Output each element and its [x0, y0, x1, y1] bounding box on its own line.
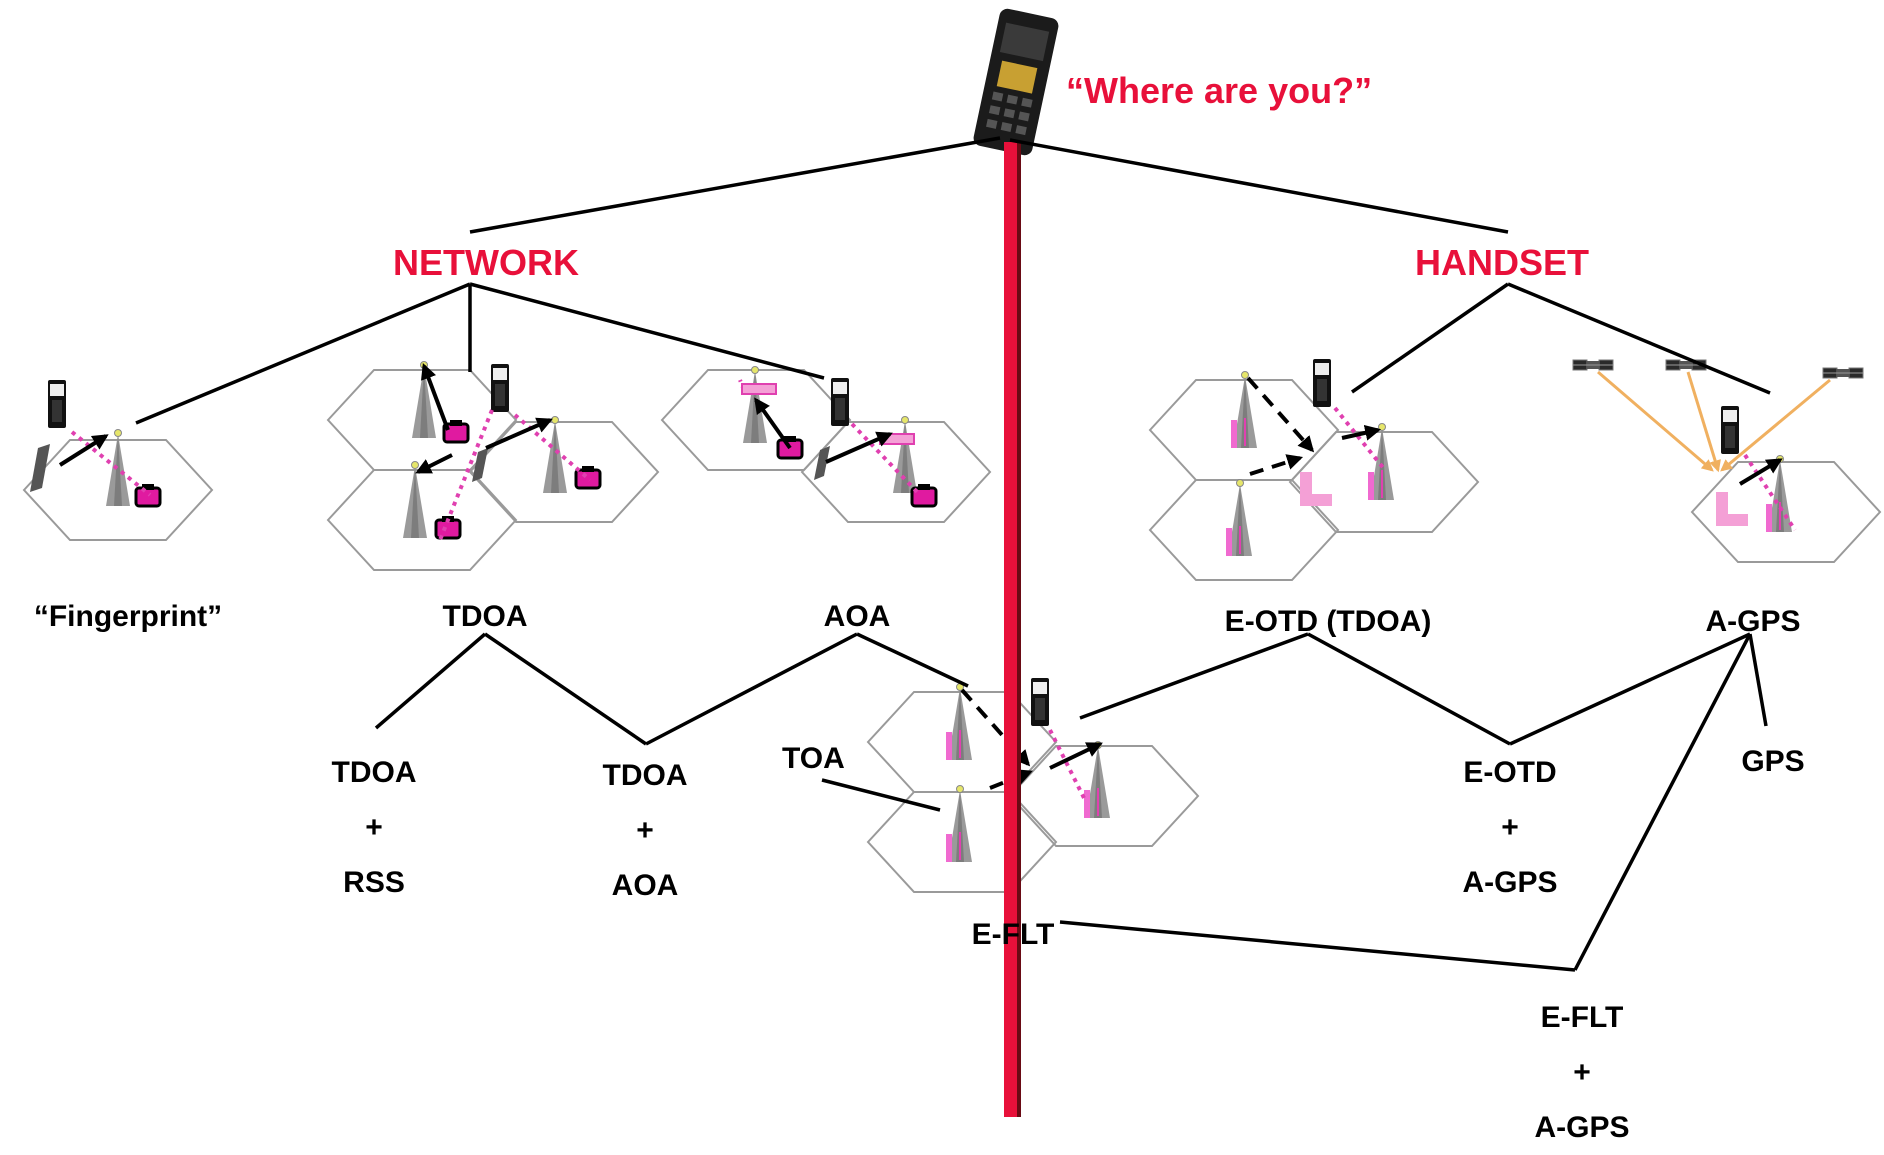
connector-toa-eflt [821, 778, 941, 812]
tdoa-aoa-line1: TDOA [602, 759, 688, 792]
eotd-agps-label: E-OTD + A-GPS [1462, 745, 1557, 910]
network-handset-divider [1004, 142, 1021, 1117]
handsets [30, 359, 1739, 726]
hierarchy-lines [135, 136, 1771, 972]
connector-eflt-eotd [1079, 632, 1309, 720]
connector-agps-eotdagps [1509, 632, 1751, 746]
connector-root-network [469, 136, 1001, 234]
eotd-agps-line2: + [1501, 811, 1519, 844]
connector-agps-gps [1748, 633, 1768, 727]
fingerprint-label: “Fingerprint” [33, 600, 223, 633]
handset-label: HANDSET [1414, 242, 1590, 283]
gps-signals [1597, 370, 1831, 473]
connector-handset-eotd [1351, 282, 1509, 394]
tdoa-label: TDOA [442, 600, 528, 633]
eflt-label: E-FLT [971, 918, 1055, 951]
eflt-agps-label: E-FLT + A-GPS [1534, 990, 1629, 1155]
eotd-agps-line1: E-OTD [1463, 756, 1557, 789]
connector-aoa-eflt [856, 632, 969, 688]
eflt-agps-line2: + [1573, 1056, 1591, 1089]
diagram-canvas [22, 8, 1882, 1117]
top-mobile-phone [973, 8, 1059, 156]
signal-links [70, 379, 1797, 801]
connector-tdoa-rss [374, 632, 487, 730]
tdoa-rss-label: TDOA + RSS [332, 745, 417, 910]
connector-agps-efltagps [1573, 633, 1752, 971]
network-cells [22, 369, 1882, 893]
connector-aoa-tdoaaoa [645, 632, 858, 746]
connector-network-fingerprint [135, 282, 471, 425]
eflt-agps-line1: E-FLT [1540, 1001, 1624, 1034]
pink-markers [1300, 472, 1748, 526]
connector-eflt-efltagps [1059, 920, 1576, 972]
tdoa-rss-line1: TDOA [331, 756, 417, 789]
tdoa-aoa-line3: AOA [611, 869, 679, 902]
connector-tdoa-aoa-left [484, 632, 647, 746]
agps-label: A-GPS [1705, 605, 1801, 638]
connector-root-handset [1009, 138, 1509, 234]
gps-label: GPS [1741, 745, 1805, 778]
connector-eotd-eotdagps [1307, 632, 1511, 746]
connector-network-aoa [469, 282, 825, 380]
question-label: “Where are you?” [1066, 70, 1373, 111]
aoa-label: AOA [823, 600, 891, 633]
gps-satellites [1572, 359, 1864, 379]
network-label: NETWORK [393, 242, 579, 283]
eotd-agps-line3: A-GPS [1462, 866, 1558, 899]
location-methods-diagram: “Where are you?” NETWORK HANDSET “Finger… [22, 8, 1882, 1144]
arrows [58, 363, 1783, 770]
toa-label: TOA [782, 742, 845, 775]
tdoa-rss-line3: RSS [343, 866, 405, 899]
tdoa-aoa-line2: + [636, 814, 654, 847]
connector-handset-agps [1507, 282, 1771, 395]
eotd-label: E-OTD (TDOA) [1224, 605, 1432, 638]
tdoa-rss-line2: + [365, 811, 383, 844]
tdoa-aoa-label: TDOA + AOA [603, 748, 688, 913]
